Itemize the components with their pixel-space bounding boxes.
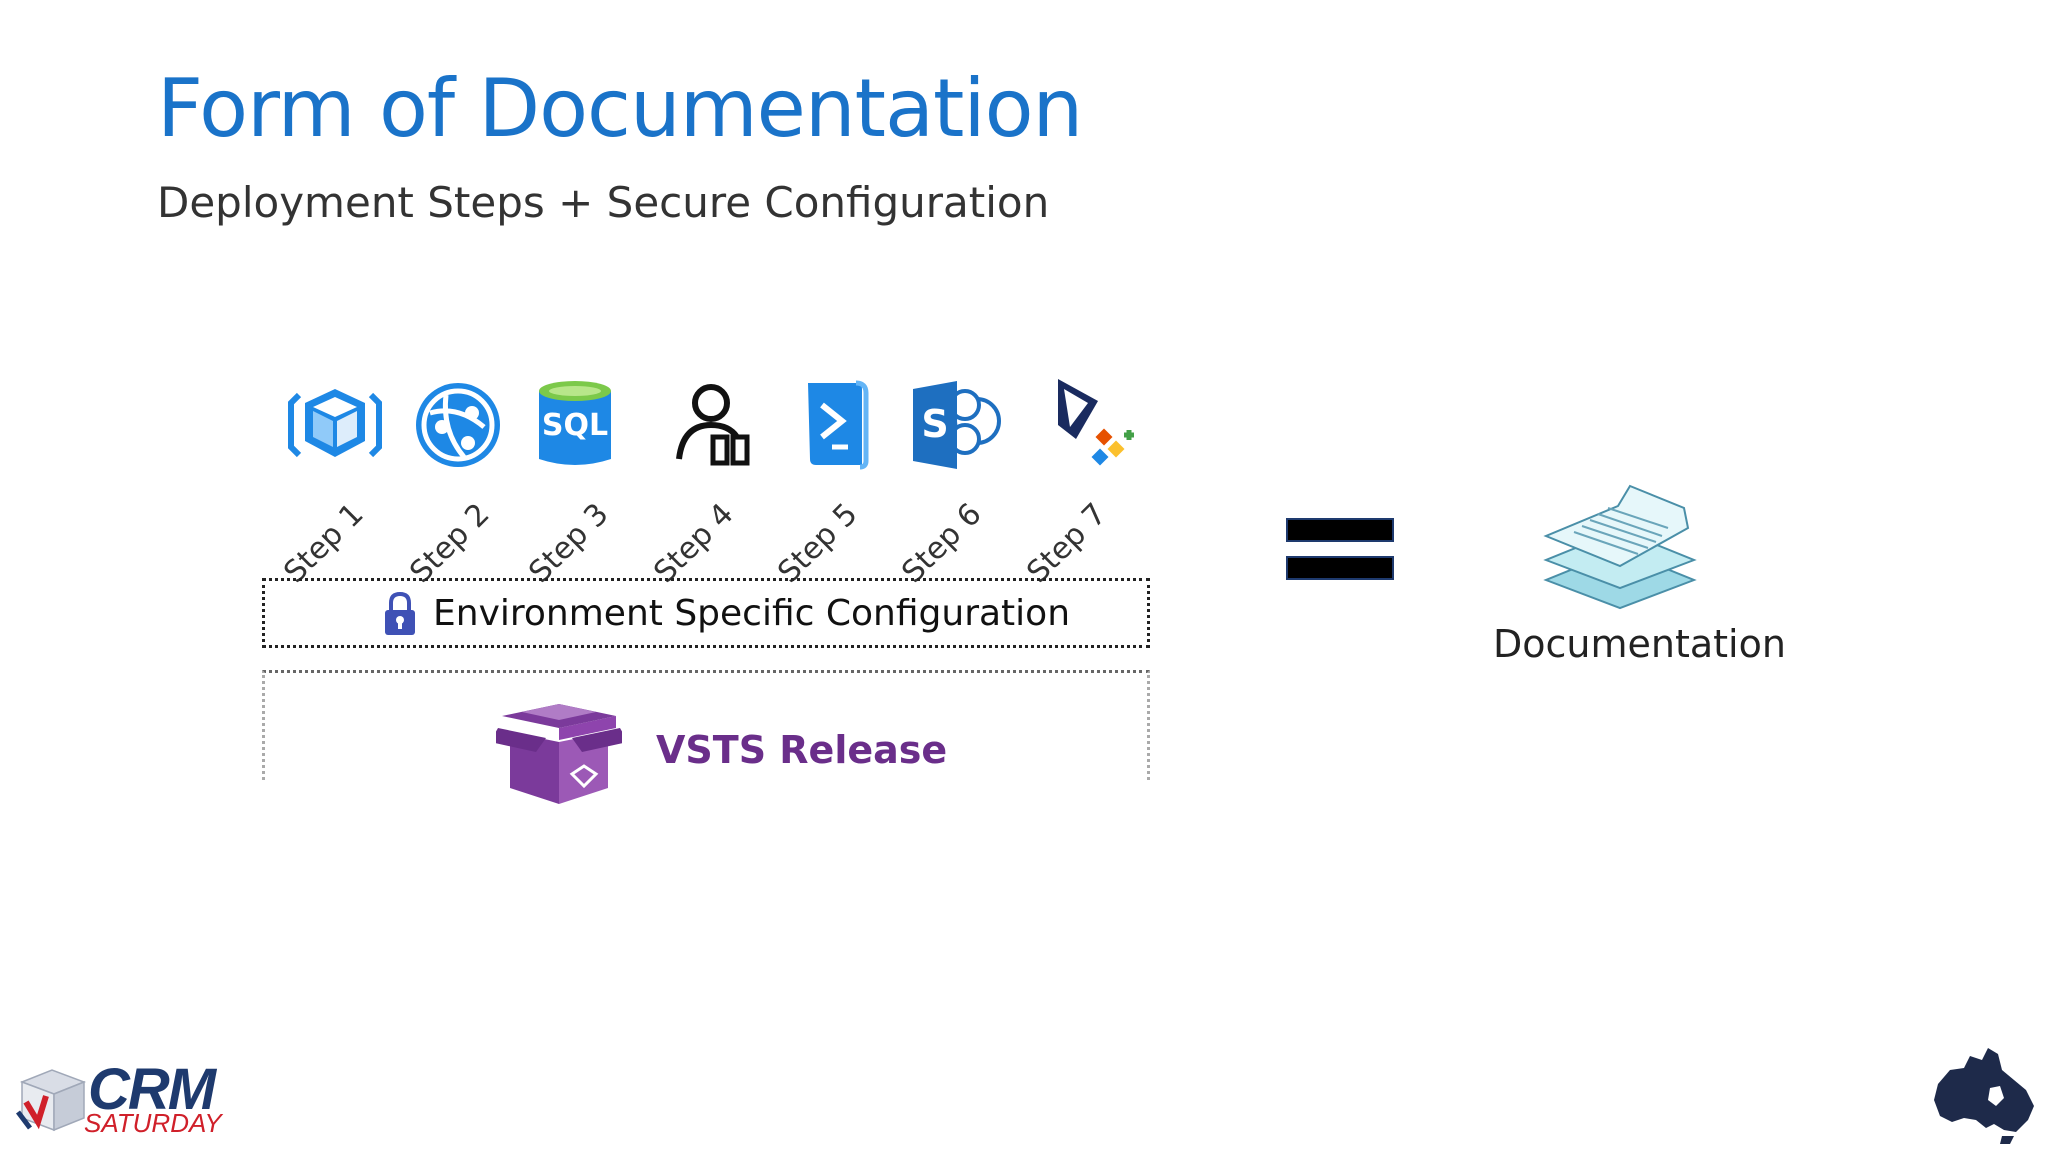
azure-resource-group-icon bbox=[288, 389, 382, 458]
powershell-icon bbox=[808, 380, 869, 470]
step-label: Step 5 bbox=[771, 496, 865, 590]
vsts-release-box bbox=[262, 670, 1150, 780]
equals-icon bbox=[1286, 518, 1394, 580]
crm-logo-text: CRM bbox=[88, 1057, 216, 1122]
crm-cube-icon bbox=[16, 1069, 87, 1132]
environment-config-box: Environment Specific Configuration bbox=[262, 578, 1150, 648]
slide-title: Form of Documentation bbox=[157, 62, 1083, 155]
lock-icon bbox=[385, 591, 415, 635]
sharepoint-icon: S bbox=[913, 381, 1001, 469]
step-label: Step 6 bbox=[895, 496, 989, 590]
sql-database-icon: SQL bbox=[539, 381, 611, 465]
crm-logo-subtext: SATURDAY bbox=[84, 1108, 222, 1138]
environment-config-label: Environment Specific Configuration bbox=[433, 593, 1071, 634]
step-label: Step 3 bbox=[522, 496, 616, 590]
vsts-release-label: VSTS Release bbox=[656, 728, 948, 772]
slide-subtitle: Deployment Steps + Secure Configuration bbox=[157, 178, 1050, 227]
sharepoint-icon-text: S bbox=[921, 402, 948, 446]
step-label: Step 4 bbox=[647, 496, 741, 590]
step-label: Step 2 bbox=[403, 496, 497, 590]
step-label: Step 7 bbox=[1020, 496, 1114, 590]
step-label: Step 1 bbox=[277, 496, 371, 590]
documentation-stack-icon bbox=[1543, 484, 1697, 610]
documentation-label: Documentation bbox=[1493, 622, 1786, 666]
sql-icon-text: SQL bbox=[542, 408, 608, 443]
dynamics-solution-icon bbox=[1058, 379, 1134, 466]
vsts-release-package-icon bbox=[496, 704, 622, 804]
user-permissions-icon bbox=[676, 384, 750, 466]
australia-map-logo bbox=[1934, 1048, 2034, 1144]
crm-saturday-logo: CRM SATURDAY bbox=[14, 1056, 234, 1138]
azure-web-app-icon bbox=[416, 383, 500, 467]
